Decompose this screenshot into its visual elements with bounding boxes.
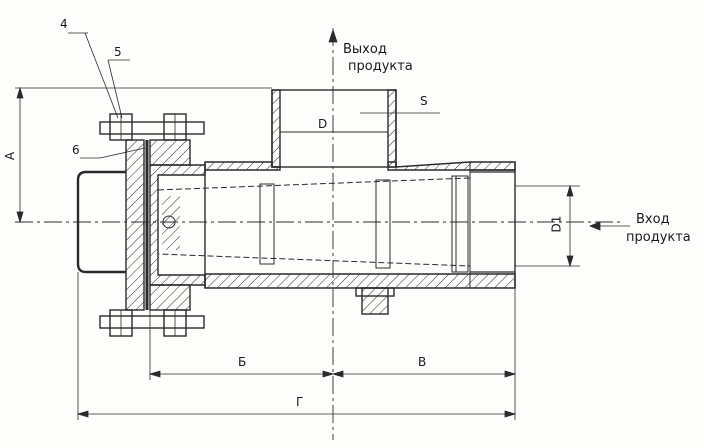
outlet-nozzle: [271, 89, 397, 168]
dimension-D: D: [318, 117, 328, 131]
handle: [76, 170, 126, 274]
inlet-label-line2: продукта: [626, 230, 691, 245]
dimension-B-cyr: Б: [238, 355, 247, 369]
callout-6: 6: [72, 143, 80, 157]
conical-filter-element: [157, 175, 471, 273]
dimension-G: Г: [296, 395, 304, 409]
bolts-bottom: [99, 309, 205, 337]
outlet-label-line2: продукта: [348, 59, 413, 74]
dimension-lines: [15, 28, 630, 420]
inlet-nozzle: [470, 171, 515, 273]
callout-5: 5: [114, 45, 122, 59]
callout-4: 4: [60, 17, 68, 31]
inlet-label-line1: Вход: [636, 212, 670, 227]
dimension-V: В: [418, 355, 427, 369]
dimension-A: A: [3, 151, 18, 161]
dimension-D1: D1: [549, 215, 564, 233]
outlet-label-line1: Выход: [343, 42, 387, 57]
bolts-top: [99, 113, 205, 141]
dimension-S: S: [420, 94, 428, 108]
flange-assembly: [125, 139, 206, 311]
callout-leaders: [68, 32, 146, 159]
drain-boss: [355, 287, 395, 315]
